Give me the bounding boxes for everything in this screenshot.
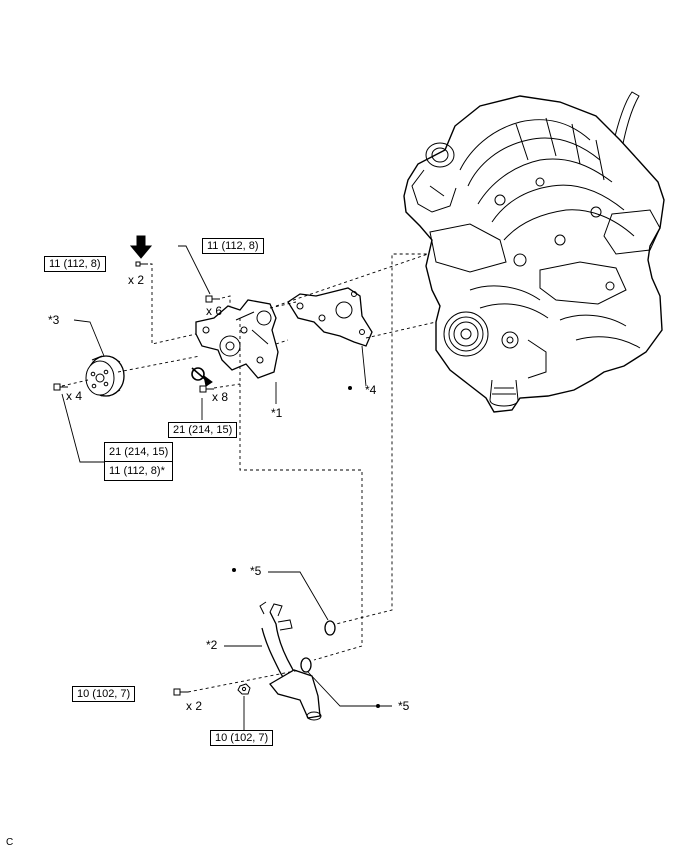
water-pump-gasket (287, 287, 373, 347)
bolt-inlet-left (173, 688, 188, 696)
non-reusable-dot-gasket (348, 386, 352, 390)
qty-top-mid: x 6 (206, 304, 223, 318)
torque-pulley-b: 11 (112, 8)* (105, 461, 173, 480)
o-ring-lower (300, 657, 312, 673)
torque-box-pulley: 21 (214, 15) 11 (112, 8)* (104, 442, 174, 481)
callout-water-pump: *1 (271, 406, 283, 420)
callout-oring-top: *5 (250, 564, 262, 578)
qty-inlet: x 2 (186, 699, 203, 713)
water-pump (195, 299, 279, 379)
torque-pulley-a: 21 (214, 15) (109, 446, 169, 458)
rotation-symbol-icon (191, 367, 213, 387)
qty-pulley: x 4 (66, 389, 83, 403)
down-arrow-icon (129, 235, 153, 259)
corner-code: C (6, 837, 14, 848)
torque-box-inlet-left: 10 (102, 7) (72, 686, 136, 702)
bolt-pulley (53, 383, 68, 391)
torque-box-mid: 21 (214, 15) (168, 422, 238, 438)
callout-inlet: *2 (206, 638, 218, 652)
torque-box-top-mid: 11 (112, 8) (202, 238, 264, 254)
water-inlet-pipe (259, 601, 322, 721)
qty-top-left: x 2 (128, 273, 145, 287)
non-reusable-dot-oring-bottom (376, 704, 380, 708)
bolt-top-left (135, 261, 148, 267)
nut-inlet-bottom (237, 683, 251, 695)
non-reusable-dot-oring-top (232, 568, 236, 572)
engine-assembly (403, 91, 665, 413)
bolt-top-mid (205, 295, 220, 303)
assembly-lines (61, 253, 437, 693)
qty-mid: x 8 (212, 390, 229, 404)
water-pump-pulley (85, 355, 125, 397)
callout-oring-bottom: *5 (398, 699, 410, 713)
o-ring-upper (324, 620, 336, 636)
callout-gasket: *4 (365, 383, 377, 397)
bolt-mid (199, 385, 214, 393)
callout-pulley: *3 (48, 313, 60, 327)
torque-box-top-left: 11 (112, 8) (44, 256, 106, 272)
leader-lines (61, 245, 392, 730)
torque-box-inlet-bottom: 10 (102, 7) (210, 730, 274, 746)
